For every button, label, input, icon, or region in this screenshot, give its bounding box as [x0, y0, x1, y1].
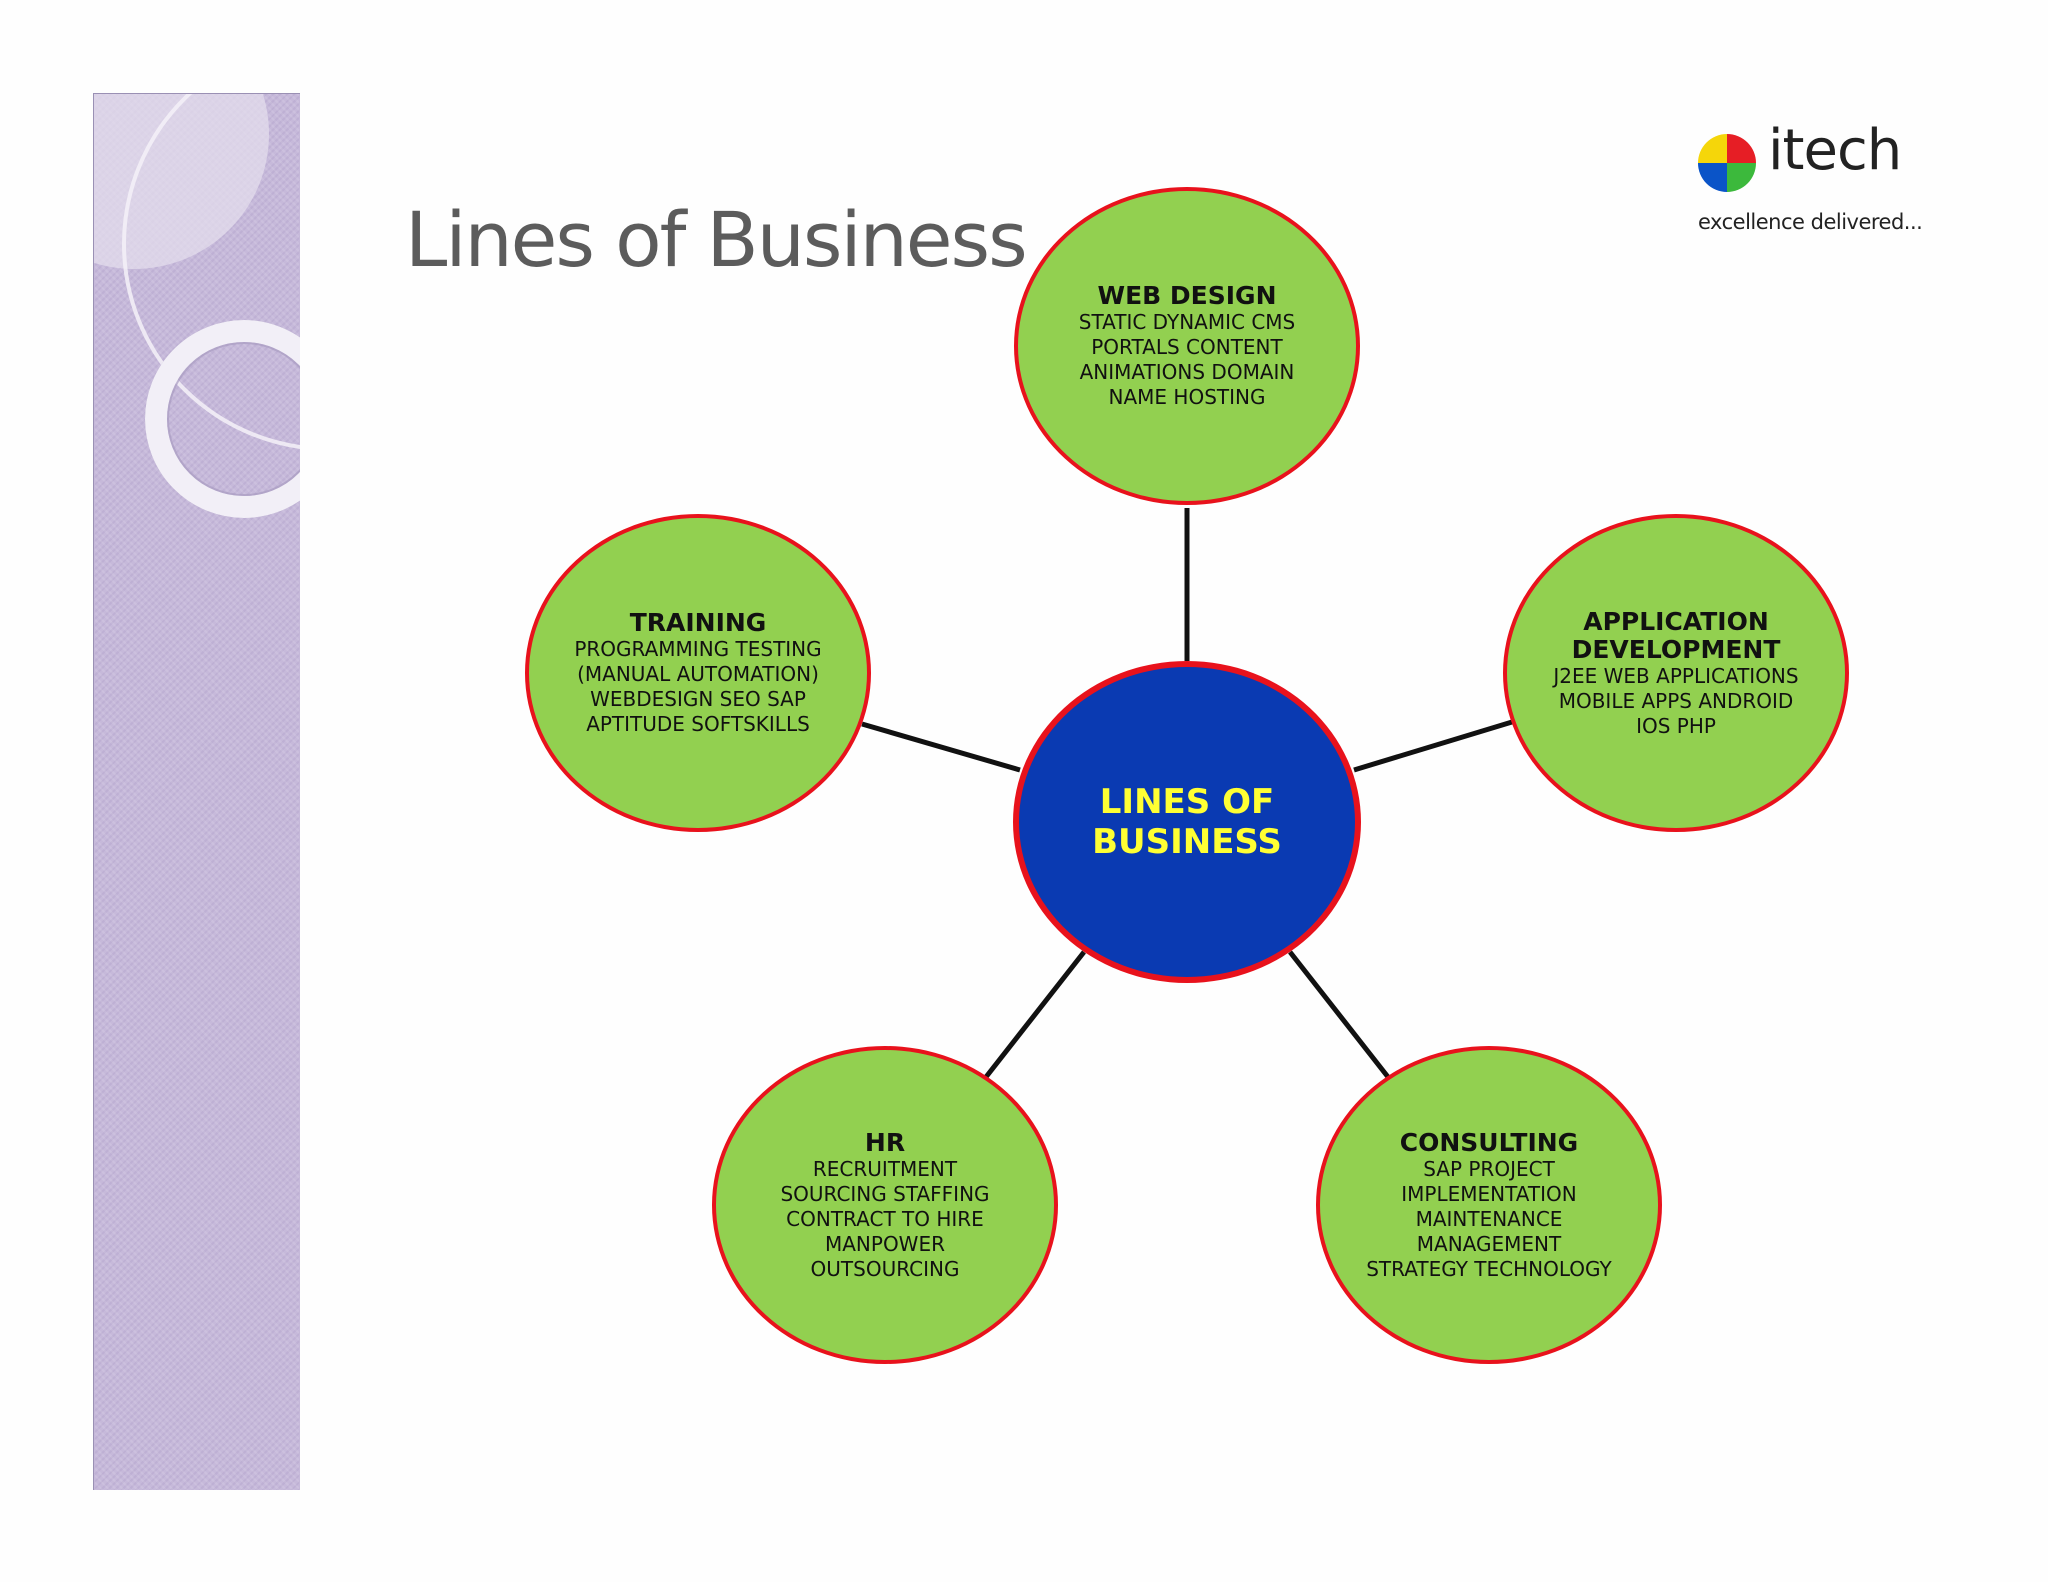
node-body: SAP PROJECT IMPLEMENTATION MAINTENANCE M… [1366, 1156, 1612, 1281]
connector-training [861, 721, 1021, 773]
logo-tagline: excellence delivered... [1698, 210, 1923, 234]
node-title: APPLICATION DEVELOPMENT [1571, 606, 1781, 664]
node-center-lines-of-business: LINES OF BUSINESS [1013, 661, 1361, 983]
logo-wordmark: itech [1768, 118, 1902, 183]
decorative-side-band [93, 93, 300, 1490]
connector-application-development [1353, 719, 1513, 773]
node-body: J2EE WEB APPLICATIONS MOBILE APPS ANDROI… [1553, 663, 1799, 738]
node-title: WEB DESIGN [1097, 281, 1277, 310]
node-web-design: WEB DESIGN STATIC DYNAMIC CMS PORTALS CO… [1014, 187, 1360, 505]
node-body: STATIC DYNAMIC CMS PORTALS CONTENT ANIMA… [1078, 310, 1296, 409]
node-hr: HR RECRUITMENT SOURCING STAFFING CONTRAC… [712, 1046, 1058, 1364]
node-application-development: APPLICATION DEVELOPMENT J2EE WEB APPLICA… [1503, 514, 1849, 832]
node-body: PROGRAMMING TESTING (MANUAL AUTOMATION) … [574, 637, 822, 736]
node-title: CONSULTING [1399, 1127, 1579, 1157]
node-body: RECRUITMENT SOURCING STAFFING CONTRACT T… [780, 1156, 990, 1281]
node-title: TRAINING [629, 608, 767, 637]
itech-logo: itech excellence delivered... [1696, 118, 1956, 248]
node-title: HR [864, 1127, 906, 1157]
connector-hr [984, 950, 1086, 1079]
slide-title: Lines of Business [405, 195, 1028, 284]
connector-consulting [1288, 950, 1390, 1079]
node-consulting: CONSULTING SAP PROJECT IMPLEMENTATION MA… [1316, 1046, 1662, 1364]
decorative-rings-graphic [94, 94, 300, 518]
logo-quad-circle-icon [1698, 134, 1756, 192]
node-training: TRAINING PROGRAMMING TESTING (MANUAL AUT… [525, 514, 871, 832]
center-label: LINES OF BUSINESS [1092, 782, 1282, 862]
